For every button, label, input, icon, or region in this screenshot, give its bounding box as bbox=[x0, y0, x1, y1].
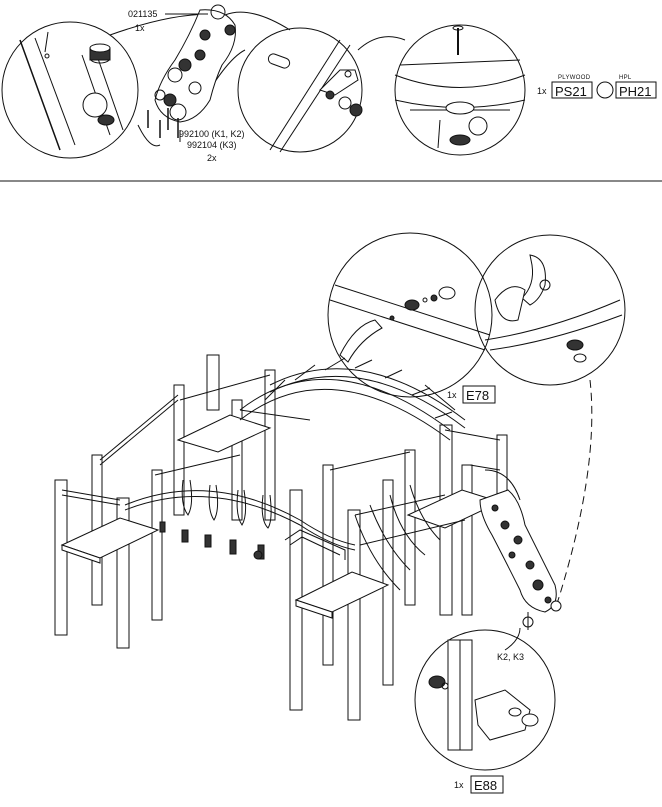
callout-e78-qty: 1x bbox=[447, 390, 457, 400]
bolt-code-2: 992104 (K3) bbox=[187, 140, 237, 150]
material-a-code: PS21 bbox=[555, 84, 587, 99]
callout-e78-code: E78 bbox=[466, 388, 489, 403]
material-a-label: PLYWOOD bbox=[558, 75, 591, 81]
climbing-panel-small bbox=[154, 4, 236, 123]
detail-circle-cap bbox=[1, 21, 139, 159]
callout-e78-box bbox=[462, 385, 496, 404]
callout-e88-qty: 1x bbox=[454, 780, 464, 790]
bolt-qty: 2x bbox=[207, 153, 217, 163]
hanging-grips bbox=[159, 521, 265, 560]
material-b-box bbox=[615, 81, 657, 99]
callout-k-label: K2, K3 bbox=[497, 652, 524, 662]
detail-circle-plate bbox=[394, 24, 526, 156]
material-b-code: PH21 bbox=[619, 84, 652, 99]
material-b-label: HPL bbox=[619, 75, 632, 81]
material-or-icon bbox=[596, 81, 614, 99]
material-a-box bbox=[551, 81, 593, 99]
rail-handle bbox=[253, 529, 346, 560]
material-qty: 1x bbox=[537, 86, 547, 96]
curved-climber bbox=[354, 484, 441, 591]
main-assembly bbox=[54, 232, 626, 771]
callout-e88-box bbox=[470, 775, 504, 794]
decks bbox=[60, 414, 502, 619]
detail-circle-e78-left bbox=[327, 232, 493, 398]
callout-e88-code: E88 bbox=[474, 778, 497, 793]
part-ref-code: 021135 bbox=[128, 9, 157, 19]
detail-circle-bracket bbox=[237, 27, 363, 153]
top-section bbox=[0, 4, 662, 182]
overhead-ladder bbox=[239, 357, 466, 441]
detail-circle-e88 bbox=[414, 629, 556, 771]
rails bbox=[61, 374, 501, 551]
part-ref-qty: 1x bbox=[135, 23, 145, 33]
detail-circle-e78-right bbox=[474, 234, 626, 386]
hanging-handles bbox=[181, 479, 272, 529]
climbing-panel-main bbox=[479, 469, 562, 630]
bolt-code-1: 992100 (K1, K2) bbox=[179, 129, 245, 139]
